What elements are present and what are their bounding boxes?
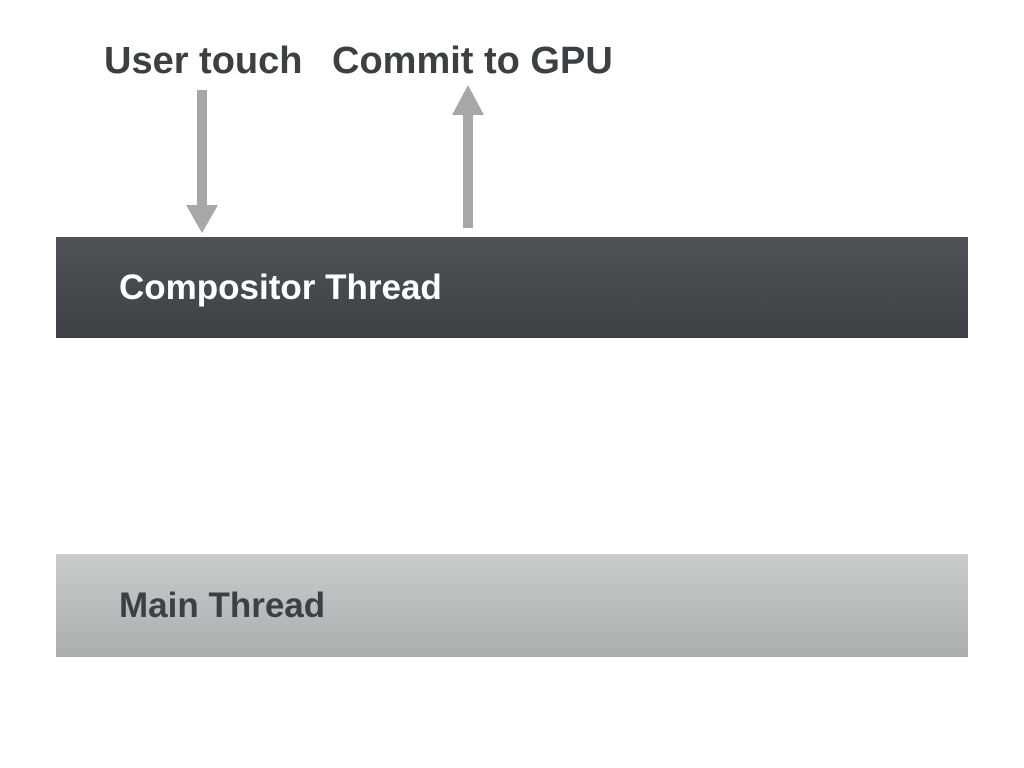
user-touch-down-arrow-icon <box>186 90 218 233</box>
compositor-thread-label: Compositor Thread <box>119 268 442 307</box>
commit-to-gpu-label: Commit to GPU <box>332 40 613 82</box>
arrow-head-up <box>452 85 484 115</box>
main-thread-bar: Main Thread <box>56 554 968 657</box>
arrow-shaft <box>197 90 207 206</box>
main-thread-label: Main Thread <box>119 586 326 625</box>
compositor-thread-bar: Compositor Thread <box>56 237 968 338</box>
arrow-head-down <box>186 205 218 233</box>
user-touch-label: User touch <box>104 40 303 82</box>
commit-to-gpu-up-arrow-icon <box>452 85 484 228</box>
arrow-shaft <box>463 114 473 228</box>
